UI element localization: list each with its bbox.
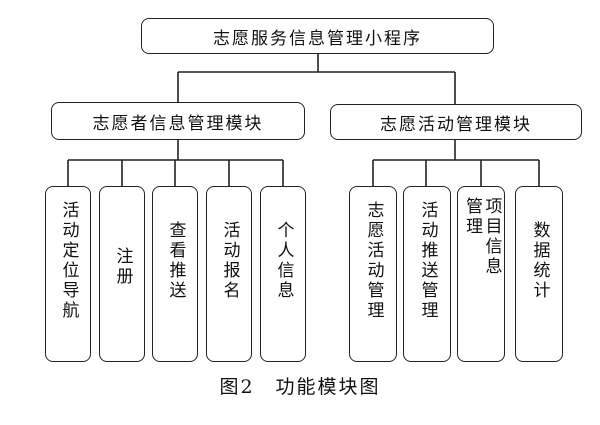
leaf-node-label: 活动推送管理	[417, 201, 438, 321]
leaf-node-personal-info: 个人信息	[260, 186, 306, 362]
leaf-node-label: 注册	[112, 247, 133, 287]
leaf-node-activity-push-management: 活动推送管理	[403, 186, 451, 362]
root-node: 志愿服务信息管理小程序	[141, 18, 494, 54]
leaf-node-label: 查看推送	[165, 221, 186, 301]
root-node-label: 志愿服务信息管理小程序	[213, 28, 422, 49]
leaf-node-activity-navigation: 活动定位导航	[45, 186, 91, 362]
leaf-node-statistics: 数据统计	[515, 186, 563, 362]
leaf-node-label: 活动报名	[219, 221, 240, 301]
leaf-node-label: 项目信息 管理	[462, 197, 502, 277]
module-node-activity-management: 志愿活动管理模块	[330, 104, 582, 140]
module-node-label: 志愿活动管理模块	[380, 114, 532, 135]
module-node-label: 志愿者信息管理模块	[92, 113, 264, 134]
leaf-node-label: 个人信息	[273, 221, 294, 301]
leaf-node-label: 活动定位导航	[58, 201, 79, 321]
leaf-node-register: 注册	[99, 186, 145, 362]
leaf-node-volunteer-activity-management: 志愿活动管理	[349, 186, 397, 362]
leaf-node-activity-signup: 活动报名	[206, 186, 252, 362]
leaf-node-label: 志愿活动管理	[363, 201, 384, 321]
leaf-node-view-push: 查看推送	[152, 186, 198, 362]
leaf-node-project-info-management: 项目信息 管理	[457, 186, 505, 362]
leaf-node-label: 数据统计	[529, 221, 550, 301]
module-node-volunteer-info: 志愿者信息管理模块	[51, 102, 305, 140]
figure-caption: 图2 功能模块图	[219, 376, 381, 398]
